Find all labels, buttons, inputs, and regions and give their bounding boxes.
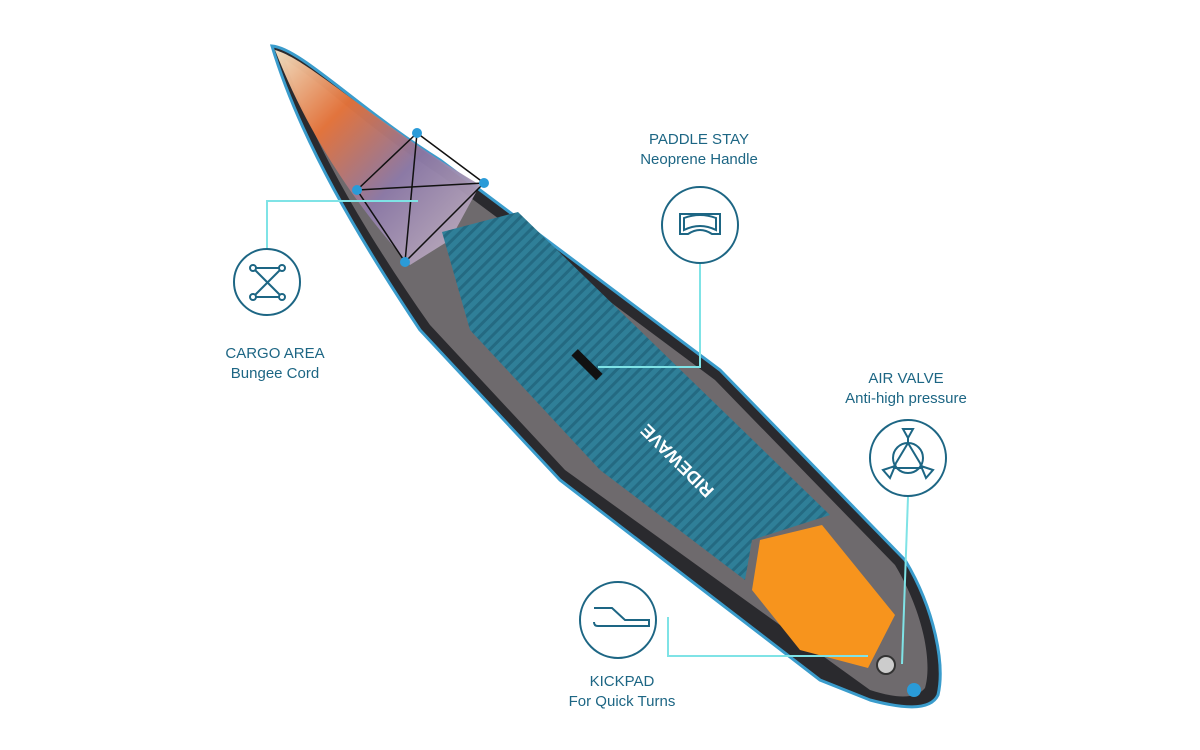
kickpad-connector <box>667 617 868 657</box>
board-nose-graphic <box>275 50 480 265</box>
feature-subtitle: Neoprene Handle <box>640 151 758 168</box>
connector-lines <box>266 200 909 665</box>
feature-title: AIR VALVE <box>868 370 944 387</box>
air-valve-icon <box>869 419 947 497</box>
feature-title: KICKPAD <box>589 673 655 690</box>
feature-title: PADDLE STAY <box>648 131 750 148</box>
feature-kickpad: KICKPAD For Quick Turns <box>522 672 722 712</box>
feature-subtitle: Anti-high pressure <box>845 390 967 407</box>
feature-subtitle: Bungee Cord <box>230 365 320 382</box>
leash-plug <box>907 683 921 697</box>
d-rings <box>352 128 489 267</box>
feature-paddle-stay: PADDLE STAY Neoprene Handle <box>599 130 799 170</box>
feature-cargo-area: CARGO AREA Bungee Cord <box>175 344 375 384</box>
cargo-connector <box>266 200 418 249</box>
bungee-cord-icon <box>233 248 301 316</box>
feature-subtitle: For Quick Turns <box>568 693 676 710</box>
paddle-stay-connector <box>598 264 701 368</box>
kickpad-icon <box>579 581 657 659</box>
paddle-stay-handle <box>571 349 603 381</box>
handle-icon <box>661 186 739 264</box>
feature-air-valve: AIR VALVE Anti-high pressure <box>806 369 1006 409</box>
kickpad <box>752 525 895 668</box>
air-valve-connector <box>901 496 909 665</box>
feature-title: CARGO AREA <box>225 345 325 362</box>
paddle-board: RIDEWAVE <box>269 44 942 709</box>
deck-pad <box>442 212 830 580</box>
air-valve <box>876 655 896 675</box>
